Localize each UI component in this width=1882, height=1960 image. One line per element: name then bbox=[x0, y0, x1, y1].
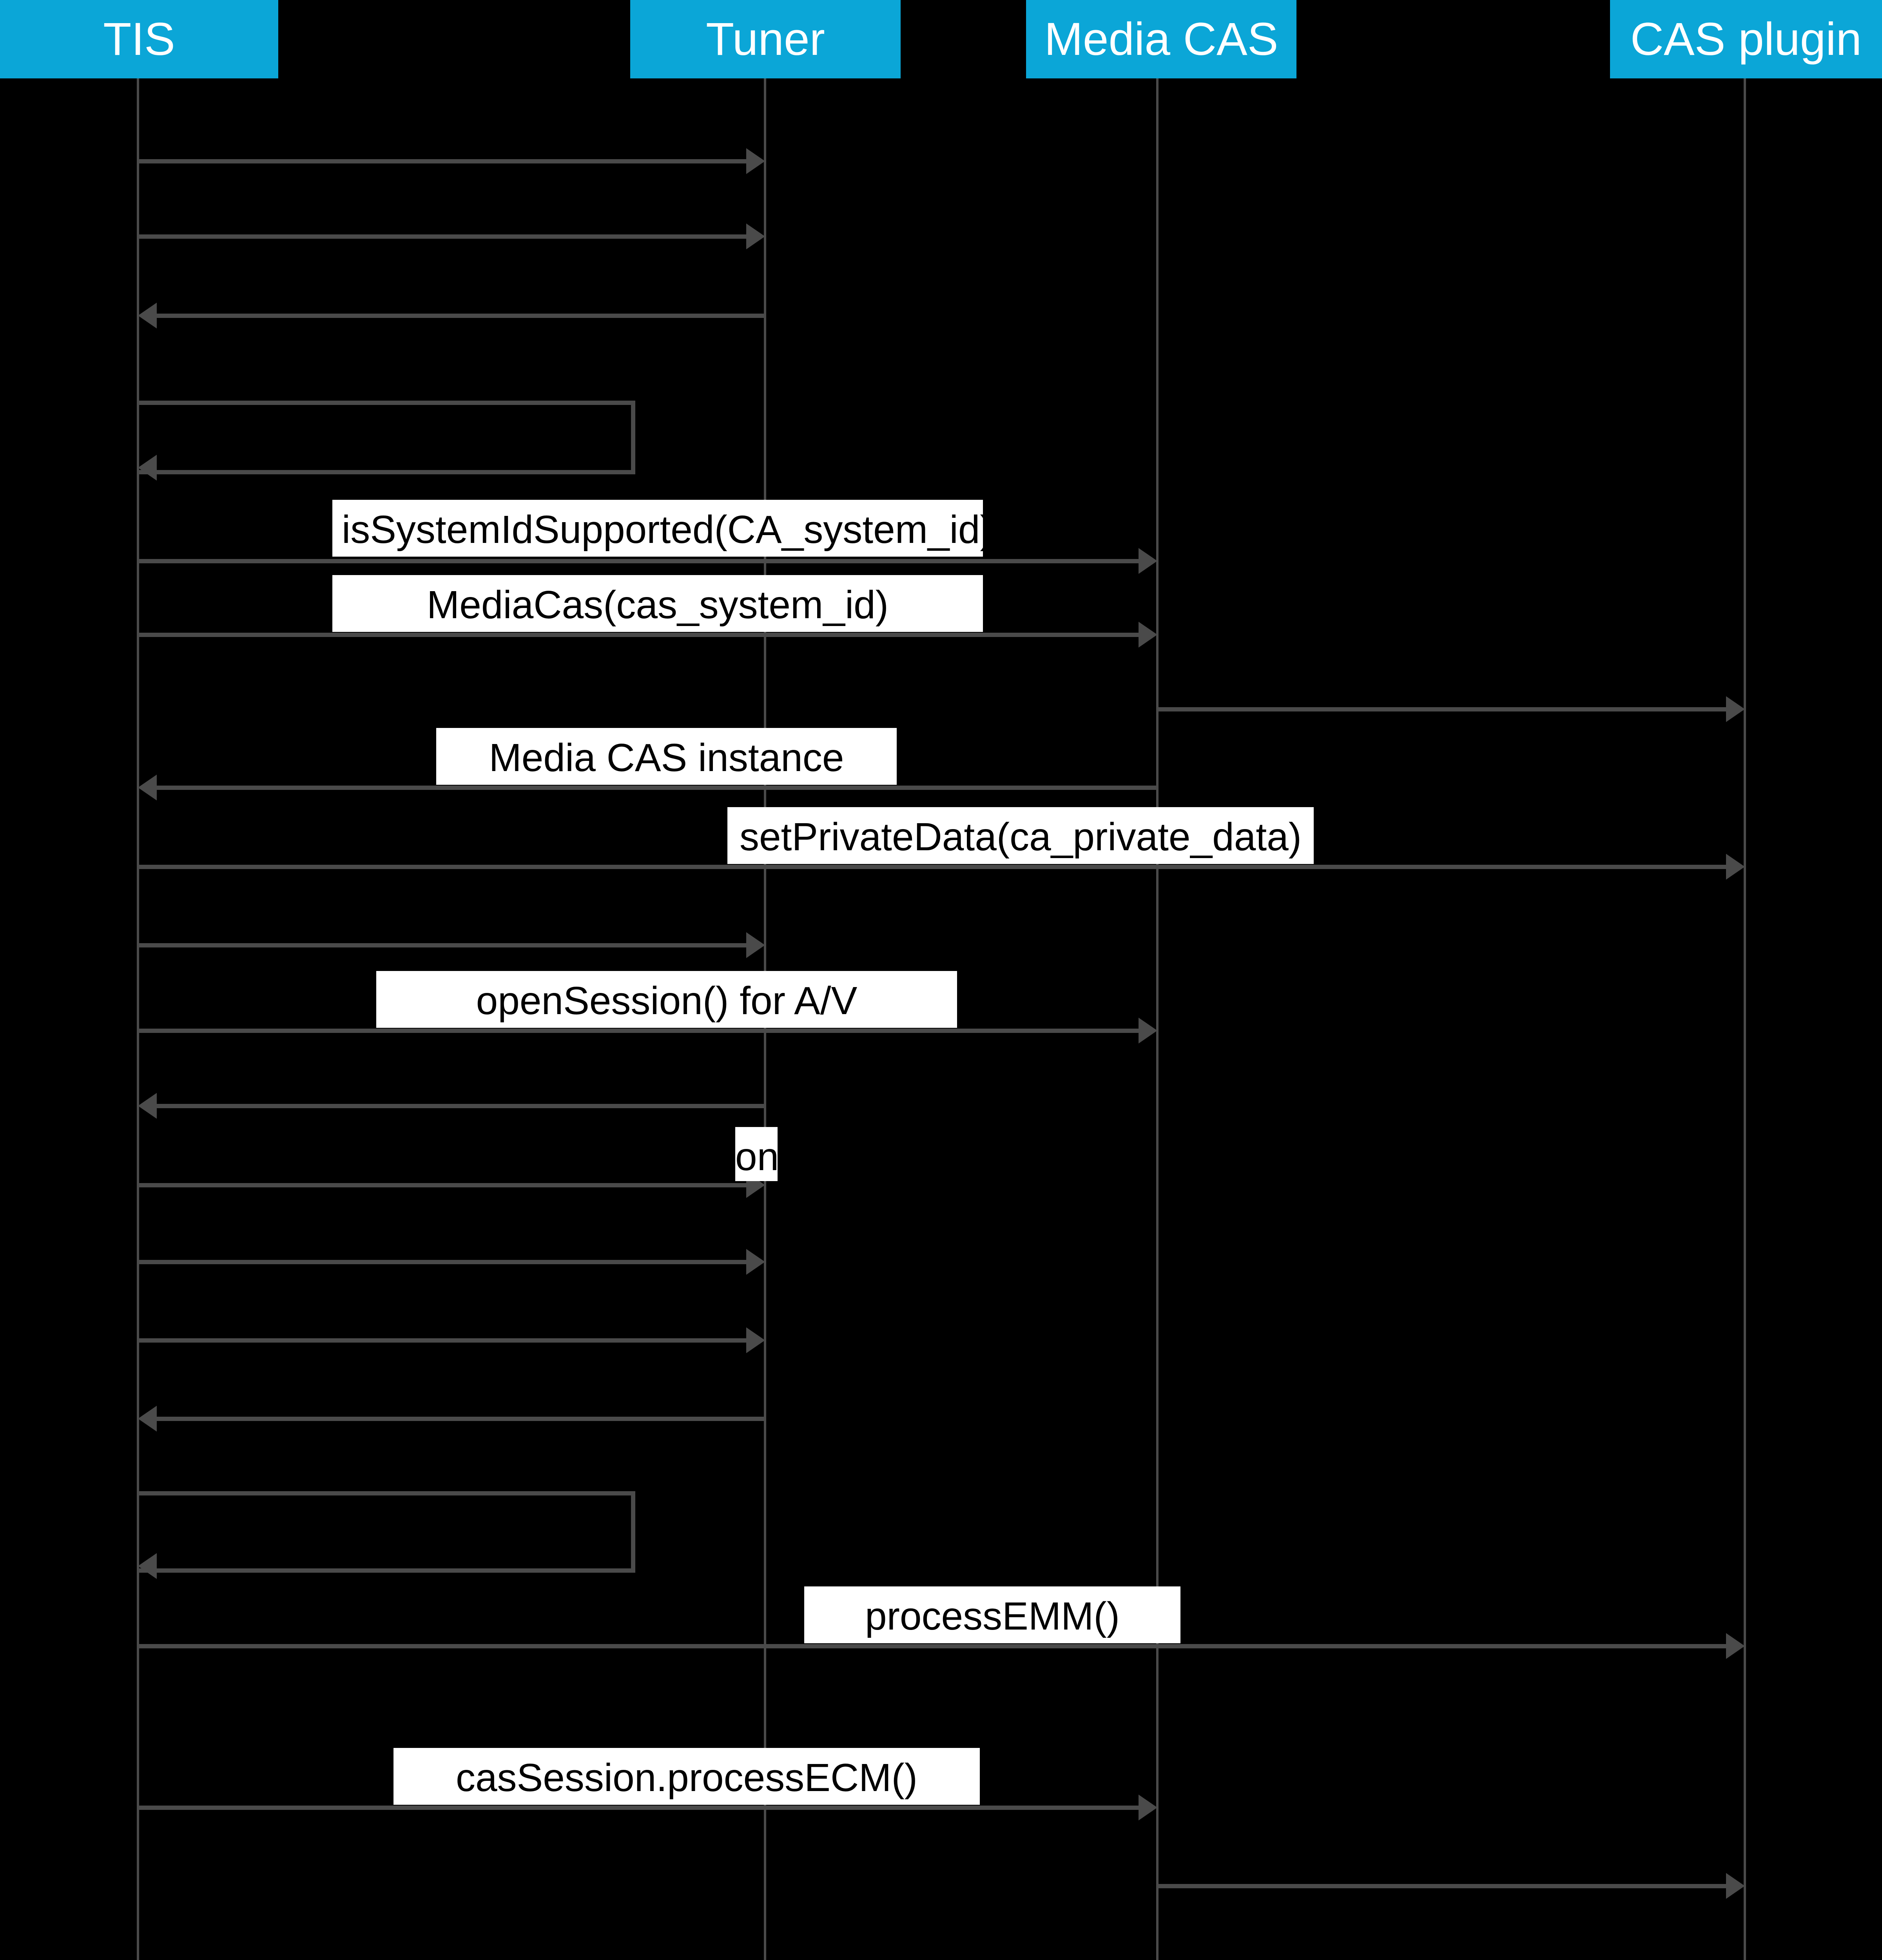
message-line-2 bbox=[138, 234, 746, 239]
message-line-18 bbox=[138, 1644, 1726, 1648]
message-arrowhead-15 bbox=[746, 1327, 765, 1353]
message-arrowhead-18 bbox=[1726, 1633, 1745, 1659]
message-selfcall-4 bbox=[138, 401, 635, 474]
message-label-5: isSystemIdSupported(CA_system_id) bbox=[332, 500, 993, 557]
message-label-18: processEMM() bbox=[804, 1586, 1180, 1643]
message-line-12 bbox=[157, 1104, 765, 1108]
message-line-10 bbox=[138, 943, 746, 947]
message-arrowhead-6 bbox=[1139, 622, 1157, 648]
message-line-15 bbox=[138, 1338, 746, 1343]
participant-header-casplugin[interactable]: CAS plugin bbox=[1610, 0, 1882, 78]
message-label-8: Media CAS instance bbox=[436, 728, 897, 785]
message-line-1 bbox=[138, 159, 746, 163]
message-line-3 bbox=[157, 314, 765, 318]
message-label-11: openSession() for A/V bbox=[376, 971, 957, 1028]
lifeline-tis bbox=[137, 78, 139, 1960]
message-label-19: casSession.processECM() bbox=[393, 1748, 980, 1805]
message-line-13 bbox=[138, 1183, 746, 1187]
lifeline-mediacas bbox=[1156, 78, 1159, 1960]
participant-header-tuner[interactable]: Tuner bbox=[630, 0, 901, 78]
message-arrowhead-16 bbox=[138, 1406, 157, 1432]
message-line-5 bbox=[138, 559, 1139, 563]
message-arrowhead-9 bbox=[1726, 854, 1745, 880]
message-line-20 bbox=[1157, 1884, 1726, 1888]
message-label-13: onId bbox=[735, 1127, 778, 1181]
message-line-14 bbox=[138, 1260, 746, 1264]
message-line-8 bbox=[157, 786, 1157, 790]
message-line-9 bbox=[138, 865, 1726, 869]
message-arrowhead-10 bbox=[746, 932, 765, 958]
message-arrowhead-5 bbox=[1139, 548, 1157, 574]
message-arrowhead-11 bbox=[1139, 1018, 1157, 1044]
message-arrowhead-3 bbox=[138, 303, 157, 328]
lifeline-casplugin bbox=[1744, 78, 1746, 1960]
message-arrowhead-14 bbox=[746, 1249, 765, 1275]
message-label-6: MediaCas(cas_system_id) bbox=[332, 575, 983, 632]
message-arrowhead-8 bbox=[138, 775, 157, 800]
message-selfcall-17 bbox=[138, 1491, 635, 1573]
message-arrowhead-12 bbox=[138, 1093, 157, 1119]
message-arrowhead-7 bbox=[1726, 696, 1745, 722]
message-arrowhead-17 bbox=[138, 1553, 157, 1579]
participant-header-mediacas[interactable]: Media CAS bbox=[1026, 0, 1296, 78]
message-line-7 bbox=[1157, 707, 1726, 711]
message-line-11 bbox=[138, 1029, 1139, 1033]
message-arrowhead-19 bbox=[1139, 1795, 1157, 1820]
message-arrowhead-4 bbox=[138, 455, 157, 481]
message-arrowhead-1 bbox=[746, 148, 765, 174]
message-line-6 bbox=[138, 633, 1139, 637]
message-line-19 bbox=[138, 1806, 1139, 1810]
message-arrowhead-2 bbox=[746, 223, 765, 249]
message-line-16 bbox=[157, 1417, 765, 1421]
message-label-9: setPrivateData(ca_private_data) bbox=[727, 807, 1314, 864]
message-arrowhead-20 bbox=[1726, 1873, 1745, 1899]
participant-header-tis[interactable]: TIS bbox=[0, 0, 278, 78]
